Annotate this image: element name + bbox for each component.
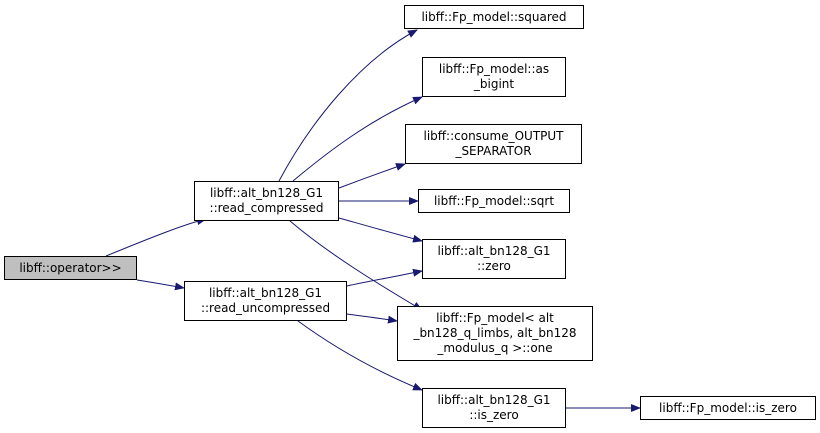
edge-read_uncompressed-to-fp_one — [346, 313, 398, 324]
node-label-line: _modulus_q >::one — [437, 341, 553, 355]
node-label-line: ::read_uncompressed — [200, 301, 331, 315]
node-g1-zero[interactable]: libff::alt_bn128_G1::zero — [422, 239, 566, 279]
edge-read_uncompressed-to-g1_is_zero — [297, 320, 423, 391]
edge-read_compressed-to-squared — [278, 29, 418, 182]
node-label-line: libff::alt_bn128_G1 — [437, 244, 551, 258]
node-sqrt[interactable]: libff::Fp_model::sqrt — [418, 189, 570, 213]
node-label-line: libff::consume_OUTPUT — [423, 129, 564, 143]
edge-operator-to-read_uncompressed — [136, 279, 185, 291]
node-label-line: libff::operator>> — [19, 260, 122, 275]
edge-read_compressed-to-as_bigint — [292, 96, 423, 182]
node-label-line: libff::Fp_model< alt — [436, 311, 554, 325]
node-label-line: _bn128_q_limbs, alt_bn128 — [413, 326, 577, 340]
node-label-line: libff::Fp_model::as — [438, 62, 550, 76]
edge-read_compressed-to-consume — [338, 163, 406, 189]
node-label-line: ::read_compressed — [209, 201, 324, 215]
edge-read_compressed-to-g1_zero — [338, 217, 423, 243]
node-label-line: libff::alt_bn128_G1 — [209, 186, 324, 200]
node-label-line: ::zero — [477, 259, 511, 273]
node-fp-one[interactable]: libff::Fp_model< alt_bn128_q_limbs, alt_… — [397, 306, 593, 361]
node-label-line: _bigint — [473, 77, 515, 91]
node-operator: libff::operator>> — [4, 256, 137, 280]
node-label-line: libff::Fp_model::squared — [421, 9, 567, 24]
node-fp-is-zero[interactable]: libff::Fp_model::is_zero — [640, 396, 816, 420]
node-label-line: libff::alt_bn128_G1 — [208, 286, 323, 300]
call-graph-edges — [105, 29, 641, 412]
node-label-line: libff::alt_bn128_G1 — [437, 393, 551, 407]
node-g1-is-zero[interactable]: libff::alt_bn128_G1::is_zero — [422, 388, 566, 428]
node-label-line: ::is_zero — [469, 408, 519, 422]
node-as-bigint[interactable]: libff::Fp_model::as_bigint — [422, 57, 566, 97]
node-squared[interactable]: libff::Fp_model::squared — [404, 5, 584, 29]
node-read-uncompressed[interactable]: libff::alt_bn128_G1::read_uncompressed — [184, 281, 347, 321]
edge-read_uncompressed-to-g1_zero — [346, 268, 423, 287]
node-label-line: libff::Fp_model::sqrt — [433, 193, 555, 208]
edge-operator-to-read_compressed — [105, 217, 207, 257]
node-label-line: libff::Fp_model::is_zero — [659, 400, 797, 415]
node-label-line: _SEPARATOR — [455, 144, 532, 158]
node-read-compressed[interactable]: libff::alt_bn128_G1::read_compressed — [194, 181, 339, 221]
edge-read_compressed-to-fp_one — [289, 220, 423, 311]
node-consume[interactable]: libff::consume_OUTPUT_SEPARATOR — [405, 124, 582, 164]
